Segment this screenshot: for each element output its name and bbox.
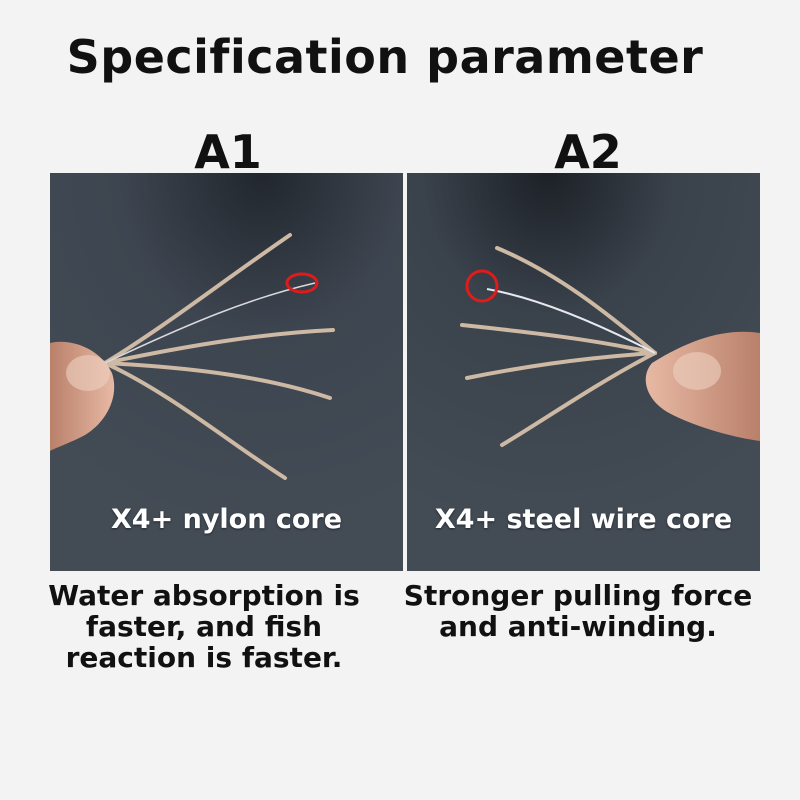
description-line: reaction is faster. <box>65 641 343 674</box>
braid-illustration-nylon <box>50 173 403 571</box>
description-nylon-core: Water absorption is faster, and fish rea… <box>24 580 384 673</box>
fingernail <box>673 352 721 390</box>
highlight-circle-steel <box>465 269 499 303</box>
page-title: Specification parameter <box>66 30 704 84</box>
variant-label-a1: A1 <box>194 125 262 179</box>
variant-label-a2: A2 <box>554 125 622 179</box>
braid-strands <box>460 246 657 447</box>
description-line: Stronger pulling force <box>403 579 753 612</box>
photo-steel-wire-core: X4+ steel wire core <box>407 173 760 571</box>
photo-nylon-core: X4+ nylon core <box>50 173 403 571</box>
highlight-circle-nylon <box>285 272 319 294</box>
description-line: Water absorption is <box>48 579 360 612</box>
steel-wire-core-strand <box>486 288 656 354</box>
braid-illustration-steel <box>407 173 760 571</box>
caption-steel-wire-core: X4+ steel wire core <box>434 504 733 535</box>
braid-strands <box>103 233 335 480</box>
fingernail <box>66 355 110 391</box>
description-steel-wire-core: Stronger pulling force and anti-winding. <box>398 580 758 642</box>
caption-nylon-core: X4+ nylon core <box>110 504 343 535</box>
description-line: faster, and fish <box>85 610 323 643</box>
description-line: and anti-winding. <box>439 610 717 643</box>
